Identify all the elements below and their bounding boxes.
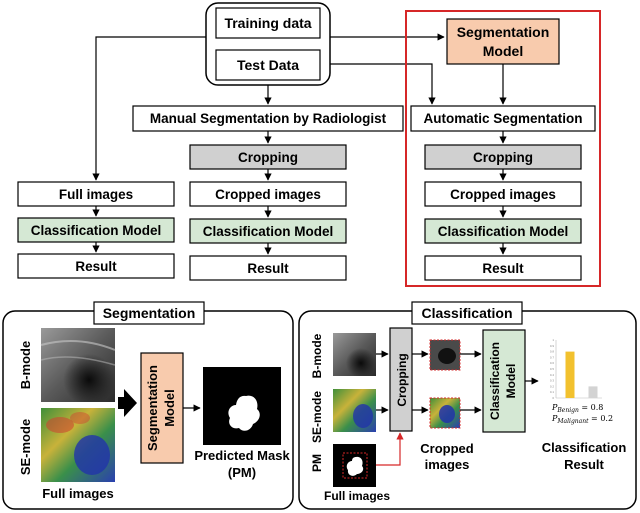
p-malignant-sub: Malignant [556,418,589,425]
cls-bmode-label: B-mode [310,333,324,378]
right-class-model-label: Classification Model [438,224,569,239]
cls-crop-box [389,327,413,432]
seg-semode-label: SE-mode [18,419,33,475]
chart-y-tick-7: 0.7 [550,355,555,359]
seg-bmode-image [40,328,116,402]
training-data-box [215,7,321,39]
seg-panel-model-label-2: Model [162,389,177,427]
chart-y-tick-4: 0.4 [550,373,555,377]
chart-bar-malignant [588,386,598,398]
manual-seg-label: Manual Segmentation by Radiologist [150,111,387,126]
chart-y-tick-3: 0.3 [550,379,555,383]
p-benign-val: 0.8 [591,403,604,412]
chart-y-tick-6: 0.6 [550,361,555,365]
right-crop-box [424,144,582,170]
right-crop-label: Cropping [473,150,533,165]
seg-semode-image [41,408,115,482]
p-malignant-text: PMalignant = 0.2 [551,414,613,425]
cls-result-label-2: Result [564,457,604,472]
cls-cropped-semode [429,397,461,429]
right-result-box [424,255,582,281]
segmentation-title: Segmentation [103,305,196,321]
probability-bar-chart: 0 0.1 0.20.3 0.4 0.5 0.6 0.70.8 0.9 1 [550,338,602,400]
right-cropped-label: Cropped images [450,187,556,202]
cls-bmode-image [333,333,376,376]
mid-class-model-box [189,218,347,244]
auto-seg-label: Automatic Segmentation [423,111,582,126]
cls-cropped-label-2: images [425,457,470,472]
cls-full-images-label: Full images [324,489,390,503]
predicted-mask-label-2: (PM) [228,465,256,480]
manual-seg-box [132,105,404,132]
classification-panel: Classification B-mode SE-mode PM Full im… [298,301,637,510]
segmentation-panel: Segmentation B-mode SE-mode Full images … [2,301,294,510]
automatic-pipeline-highlight [405,10,601,287]
mid-class-model-label: Classification Model [203,224,334,239]
chart-y-tick-1: 0.1 [550,390,555,394]
cls-semode-label: SE-mode [310,391,324,443]
left-result-box [17,253,175,279]
mid-result-box [189,255,347,281]
left-class-model-box [17,217,175,243]
cls-cropped-label-1: Cropped [420,441,474,456]
classification-title: Classification [421,305,512,321]
cls-arrow-pm [376,432,404,466]
chart-y-tick-8: 0.8 [550,350,555,354]
cls-cropped-bmode [429,339,461,371]
segmentation-title-box [93,301,205,325]
cls-panel-model-label-1: Classification [488,342,502,420]
chart-bar-benign [565,351,575,398]
mid-crop-label: Cropping [238,150,298,165]
right-class-model-box [424,218,582,244]
arrow-to-full-images [92,36,206,181]
seg-panel-model-box [140,352,184,464]
mid-cropped-label: Cropped images [215,187,321,202]
top-flow: Training data Test Data Segmentation Mod… [17,2,601,287]
seg-bmode-label: B-mode [18,341,33,389]
mid-crop-box [189,144,347,170]
test-data-label: Test Data [237,57,299,73]
classification-title-box [411,301,523,325]
chart-y-tick-0: 0 [552,396,554,400]
cls-panel-model-label-2: Model [504,364,518,399]
test-data-box [215,49,321,81]
cls-pm-label: PM [310,454,324,472]
chart-y-tick-2: 0.2 [550,384,555,388]
seg-input-arrow [118,389,137,417]
left-full-images-box [17,181,175,207]
mid-result-label: Result [247,261,289,276]
predicted-mask-label-1: Predicted Mask [194,448,290,463]
predicted-mask-image [203,367,281,445]
p-benign-sub: Benign [556,407,579,414]
p-malignant-val: 0.2 [600,414,613,423]
chart-y-tick-9: 0.9 [550,344,555,348]
cls-crop-label: Cropping [395,353,409,406]
left-class-model-label: Classification Model [31,223,162,238]
right-result-label: Result [482,261,524,276]
p-benign-text: PBenign = 0.8 [551,403,603,414]
arrow-test-to-auto-seg [330,63,436,105]
chart-y-tick-5: 0.5 [550,367,555,371]
seg-model-label-2: Model [483,43,523,59]
left-full-images-label: Full images [59,187,133,202]
training-data-label: Training data [224,15,311,31]
mid-cropped-box [189,181,347,207]
seg-panel-model-label-1: Segmentation [145,365,160,451]
seg-model-label-1: Segmentation [457,24,550,40]
cls-pm-image [333,444,376,487]
left-result-label: Result [75,259,117,274]
cls-result-label-1: Classification [542,440,627,455]
seg-full-images-label: Full images [42,486,114,501]
auto-seg-box [410,105,596,132]
cls-semode-image [333,389,376,432]
chart-y-tick-10: 1 [552,338,554,342]
